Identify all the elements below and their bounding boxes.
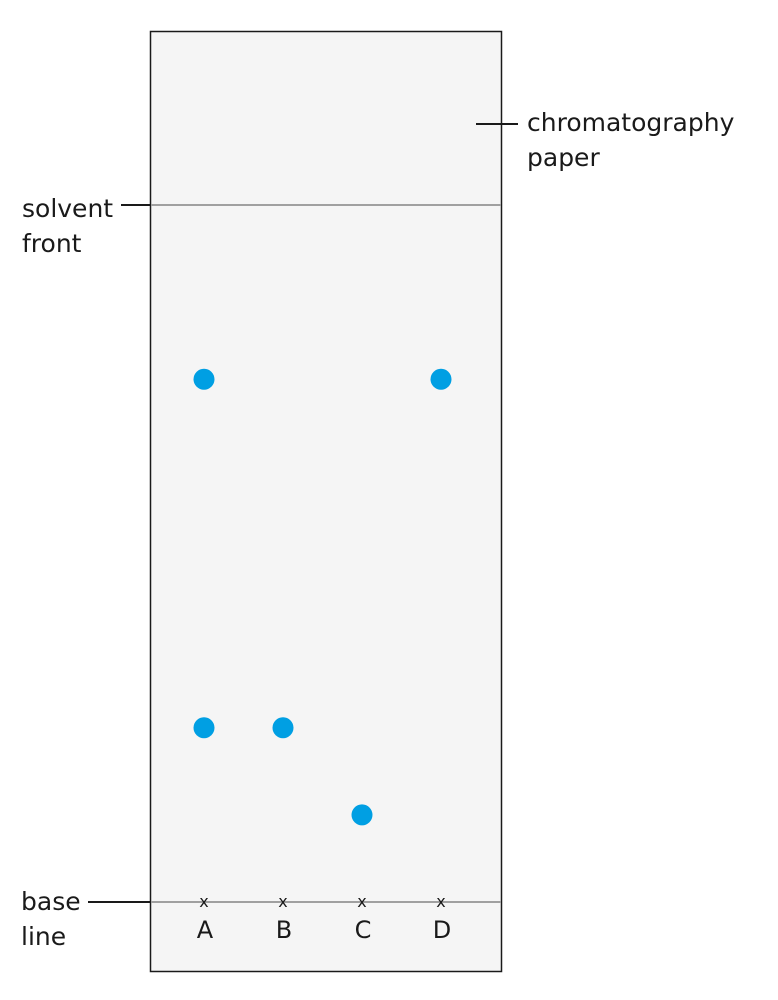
base-line-label-line2: line [21, 922, 66, 951]
spot-lane-b [272, 717, 294, 739]
paper-label-line2: paper [527, 143, 600, 172]
solvent-front-label-line2: front [22, 229, 82, 258]
base-line-label-line1: base [21, 887, 81, 916]
spot-lane-a [193, 368, 215, 390]
spot-lane-c [351, 804, 373, 826]
spot-lane-a [193, 717, 215, 739]
baseline-origin-mark: x [436, 892, 445, 911]
lane-label-a: A [197, 916, 214, 944]
baseline-origin-mark: x [357, 892, 366, 911]
lane-label-b: B [276, 916, 292, 944]
lane-label-c: C [355, 916, 372, 944]
lane-label-d: D [433, 916, 451, 944]
baseline-origin-mark: x [199, 892, 208, 911]
paper-label-line1: chromatography [527, 108, 735, 137]
spot-lane-d [430, 368, 452, 390]
chromatography-paper [149, 30, 503, 973]
solvent-front-label-line1: solvent [22, 194, 113, 223]
baseline-origin-mark: x [278, 892, 287, 911]
